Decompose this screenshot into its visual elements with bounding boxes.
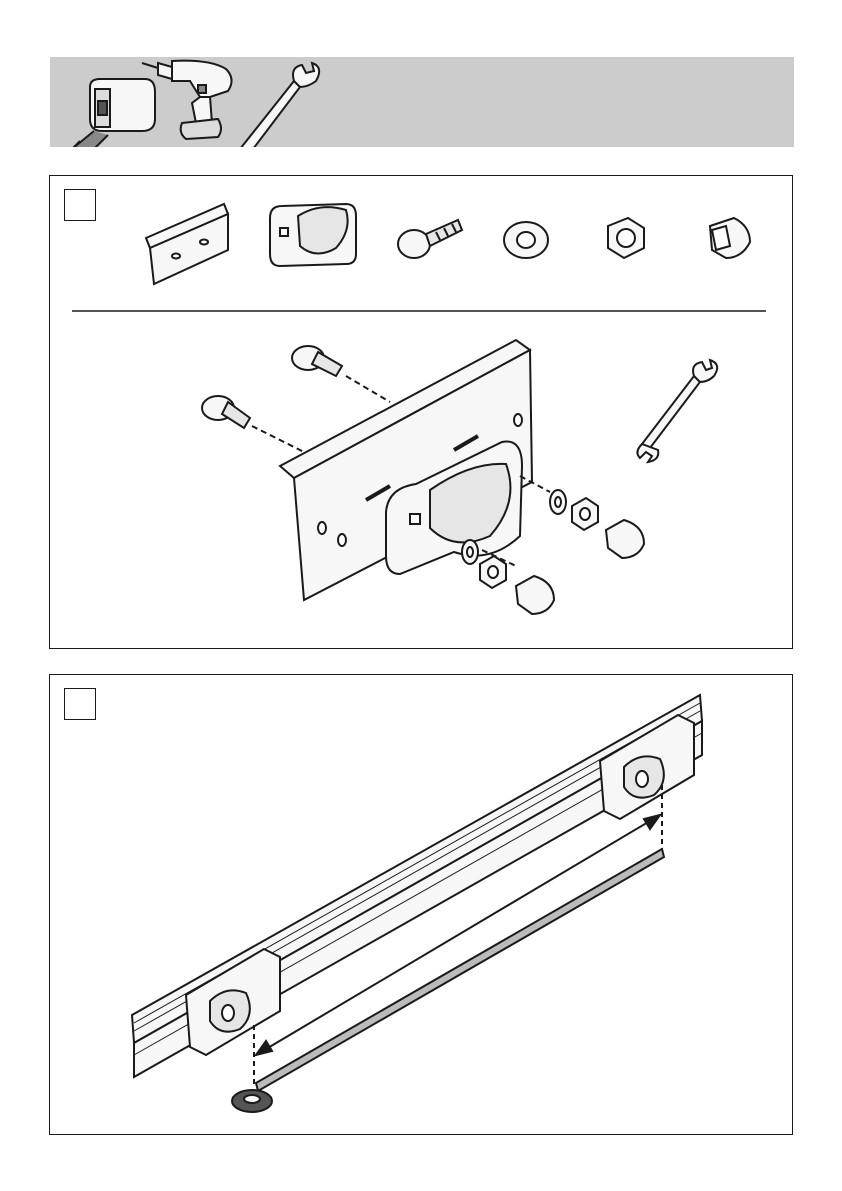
arrow-head-right [644, 815, 660, 829]
bracket-part [270, 204, 356, 266]
bolt-lower [202, 396, 250, 428]
nut-lower [480, 556, 506, 588]
tools-header-bar [50, 57, 794, 147]
wrench-icon [234, 63, 319, 147]
washer-part [504, 222, 548, 258]
tape-measure-end [232, 1090, 272, 1112]
cap-nut-part [710, 218, 750, 258]
cap-nut-lower [516, 576, 554, 614]
tape-measure-icon [72, 79, 155, 147]
bolt-upper [292, 346, 342, 376]
bolt-lower-guide [252, 426, 304, 452]
carriage-bolt-part [398, 220, 462, 258]
cap-nut-upper [606, 520, 644, 558]
nut-upper [572, 498, 598, 530]
washer-upper [550, 490, 566, 514]
wrench-tool [637, 360, 717, 462]
step-panel-2 [49, 674, 793, 1135]
step-panel-1 [49, 175, 793, 649]
hex-nut-part [608, 218, 644, 258]
washer-lower [462, 540, 478, 564]
mounting-rail-part [146, 204, 228, 284]
tools-illustration [50, 57, 794, 147]
arrow-head-left [256, 1041, 272, 1055]
step-2-illustration [50, 675, 794, 1136]
step-1-illustration [50, 176, 794, 650]
bolt-upper-guide [346, 376, 390, 402]
